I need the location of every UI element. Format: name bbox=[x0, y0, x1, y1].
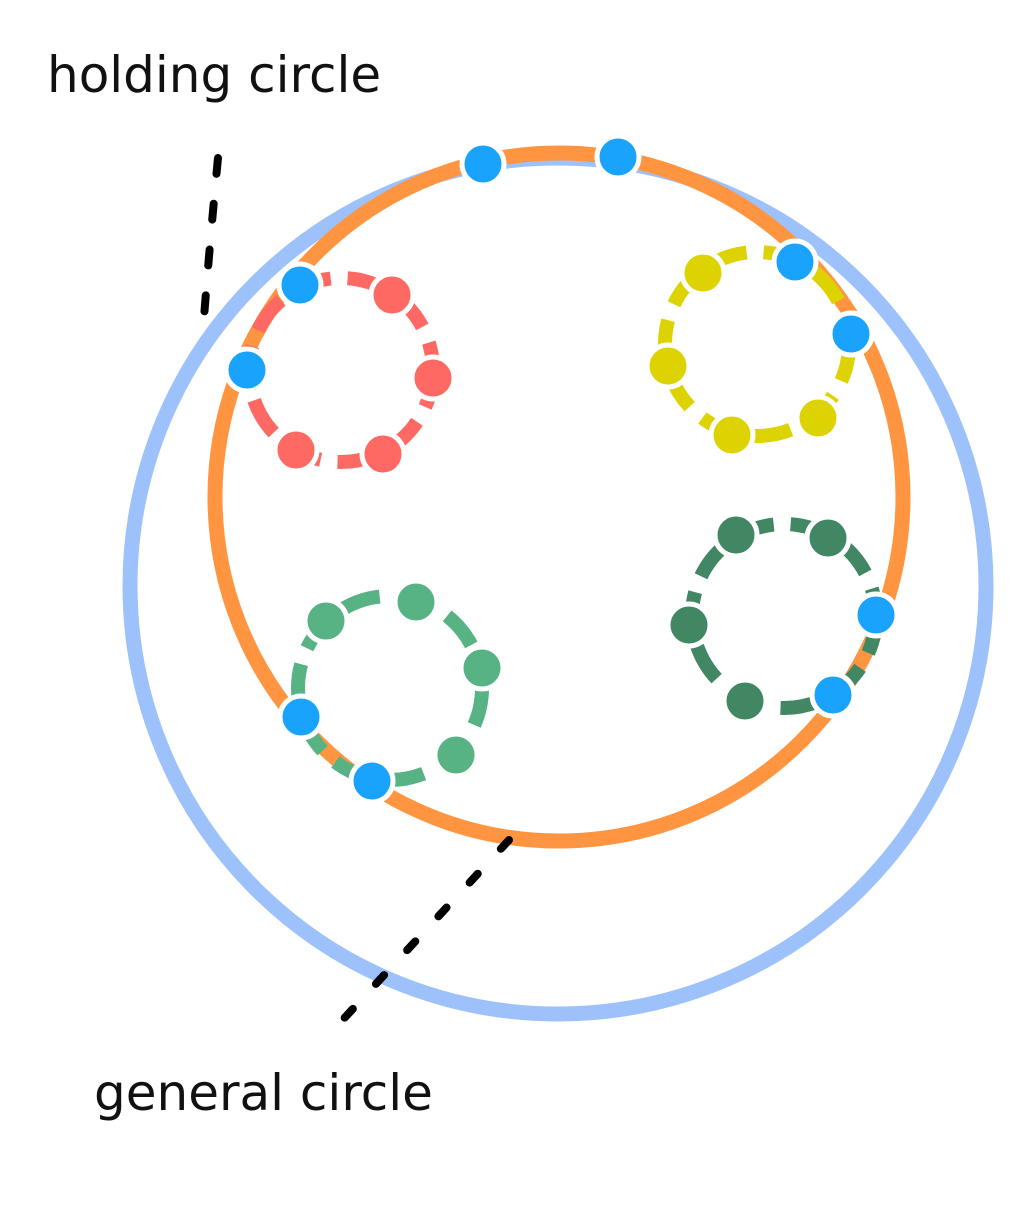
node-yellow-4 bbox=[708, 411, 756, 459]
general-circle-leader-line bbox=[333, 836, 513, 1030]
node-red-2 bbox=[409, 354, 457, 402]
node-red-1 bbox=[368, 271, 416, 319]
node-light-green-4 bbox=[432, 731, 480, 779]
node-light-green-3 bbox=[458, 644, 506, 692]
node-dark-green-shared-1 bbox=[852, 591, 900, 639]
general-circle-label: general circle bbox=[94, 1064, 433, 1122]
node-yellow-1 bbox=[679, 249, 727, 297]
node-dark-green-4 bbox=[721, 677, 769, 725]
node-light-green-2 bbox=[302, 597, 350, 645]
node-dark-green-3 bbox=[665, 601, 713, 649]
holding-circle-leader-line bbox=[199, 154, 222, 334]
node-dark-green-shared-2 bbox=[809, 671, 857, 719]
node-dark-green-2 bbox=[804, 514, 852, 562]
nodes-layer bbox=[223, 133, 900, 805]
holding-circle-label: holding circle bbox=[47, 46, 382, 104]
general-circle-ring bbox=[207, 145, 911, 849]
node-light-green-1 bbox=[392, 578, 440, 626]
node-light-green-shared-1 bbox=[277, 693, 325, 741]
node-general-top-left bbox=[459, 140, 507, 188]
holding-circle-ring bbox=[122, 150, 994, 1022]
node-red-shared-2 bbox=[223, 346, 271, 394]
node-red-shared-1 bbox=[276, 261, 324, 309]
node-yellow-shared-1 bbox=[771, 238, 819, 286]
node-yellow-3 bbox=[794, 394, 842, 442]
node-red-4 bbox=[359, 430, 407, 478]
node-red-3 bbox=[272, 426, 320, 474]
node-light-green-shared-2 bbox=[348, 757, 396, 805]
node-dark-green-1 bbox=[712, 511, 760, 559]
node-yellow-shared-2 bbox=[827, 310, 875, 358]
node-general-top-right bbox=[594, 133, 642, 181]
node-yellow-2 bbox=[644, 342, 692, 390]
